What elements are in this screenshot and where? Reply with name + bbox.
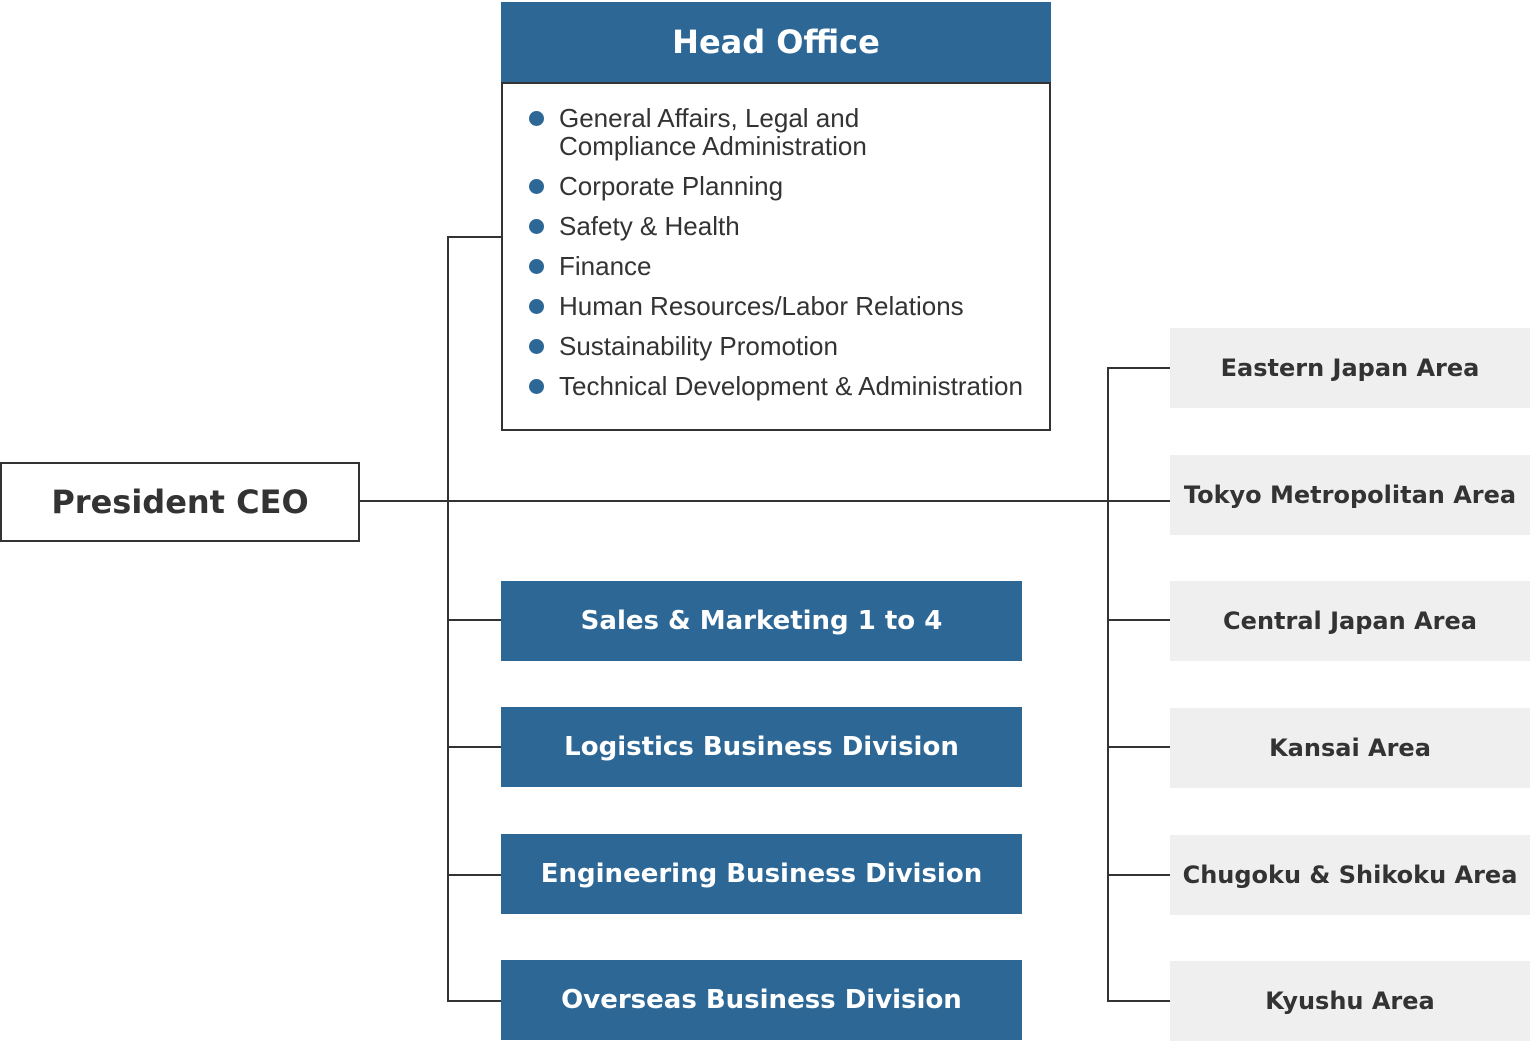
bullet-icon [529,379,544,394]
department-item: Technical Development & Administration [529,372,1049,400]
department-label: General Affairs, Legal and Compliance Ad… [559,103,867,161]
connector-area-4 [1107,746,1170,748]
department-label: Safety & Health [559,211,740,241]
bullet-icon [529,299,544,314]
connector-area-6 [1107,1000,1170,1002]
area-kyushu: Kyushu Area [1170,961,1530,1041]
area-chugoku-shikoku: Chugoku & Shikoku Area [1170,835,1530,915]
president-ceo-label: President CEO [51,483,309,521]
connector-area-5 [1107,874,1170,876]
bullet-icon [529,339,544,354]
area-tokyo-metropolitan: Tokyo Metropolitan Area [1170,455,1530,535]
department-item: Corporate Planning [529,172,1049,200]
area-central-japan: Central Japan Area [1170,581,1530,661]
department-label: Corporate Planning [559,171,784,201]
bullet-icon [529,179,544,194]
department-label: Human Resources/Labor Relations [559,291,964,321]
department-label: Finance [559,251,652,281]
head-office-department-list: General Affairs, Legal and Compliance Ad… [503,84,1049,400]
bullet-icon [529,111,544,126]
president-ceo-box: President CEO [0,462,360,542]
connector-division-2 [447,746,501,748]
connector-area-1 [1107,367,1170,369]
connector-division-3 [447,874,501,876]
department-item: Safety & Health [529,212,1049,240]
head-office-title: Head Office [501,2,1051,84]
department-item: General Affairs, Legal and Compliance Ad… [529,104,1049,160]
bullet-icon [529,259,544,274]
department-item: Human Resources/Labor Relations [529,292,1049,320]
bullet-icon [529,219,544,234]
department-item: Finance [529,252,1049,280]
head-office-box: Head Office General Affairs, Legal and C… [501,2,1051,431]
department-label: Technical Development & Administration [559,371,1023,401]
connector-division-1 [447,619,501,621]
connector-area-3 [1107,619,1170,621]
department-label: Sustainability Promotion [559,331,838,361]
division-engineering: Engineering Business Division [501,834,1022,914]
division-sales-marketing: Sales & Marketing 1 to 4 [501,581,1022,661]
connector-right-vertical [1107,367,1109,1002]
area-kansai: Kansai Area [1170,708,1530,788]
department-item: Sustainability Promotion [529,332,1049,360]
connector-ceo-main [358,500,1170,502]
area-eastern-japan: Eastern Japan Area [1170,328,1530,408]
connector-head-office [447,236,501,238]
connector-division-4 [447,1000,501,1002]
division-logistics: Logistics Business Division [501,707,1022,787]
division-overseas: Overseas Business Division [501,960,1022,1040]
